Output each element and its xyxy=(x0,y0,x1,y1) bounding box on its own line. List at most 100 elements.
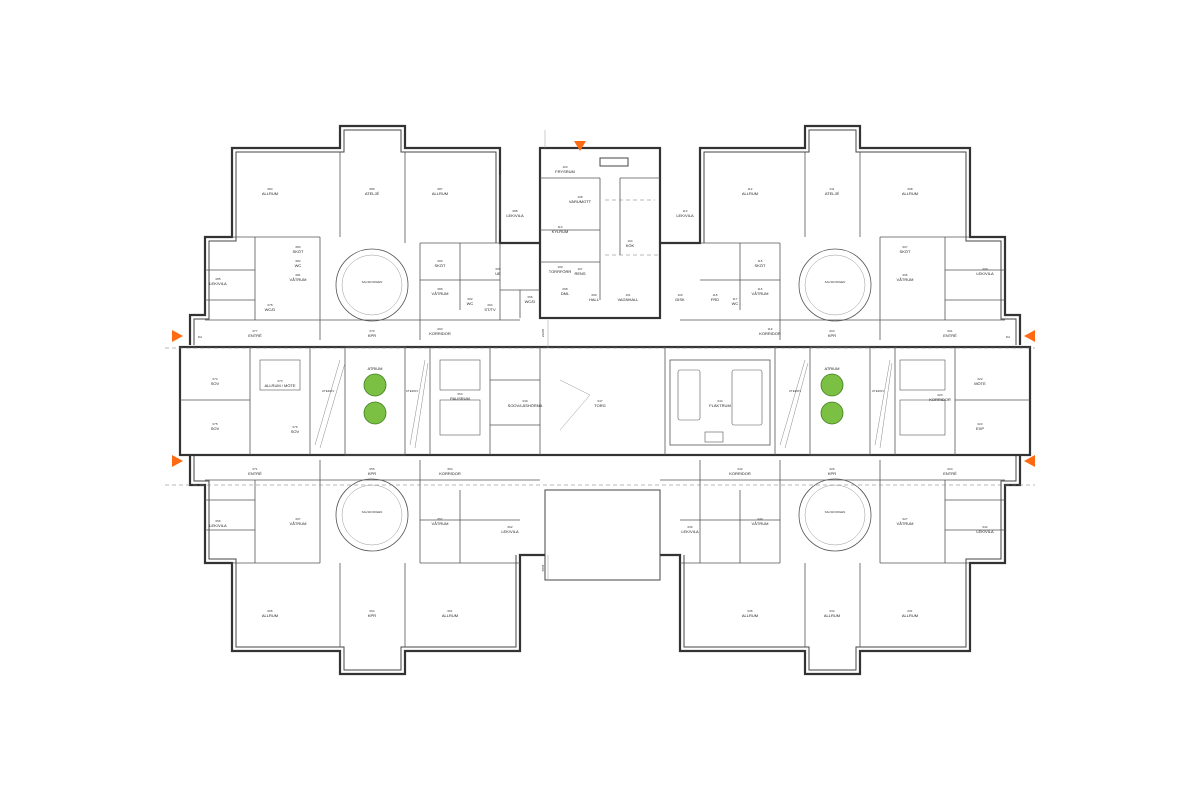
room-number: 024 xyxy=(947,467,952,471)
room-number: 053 xyxy=(457,392,462,396)
room-number: 073 xyxy=(277,379,282,383)
outer-walls xyxy=(178,124,1032,676)
dimension-lines: 22945 5865 xyxy=(165,130,1035,580)
room-name: ALLRUM xyxy=(902,613,918,618)
atrium-label: ATRIUM xyxy=(824,366,839,371)
room-number: 075 xyxy=(212,422,217,426)
utedov-label: UTEDOV xyxy=(406,389,419,393)
room-number: 009 xyxy=(982,267,987,271)
room-number: 084 xyxy=(267,187,272,191)
room-name: FRD xyxy=(711,297,719,302)
room-number: 117 xyxy=(733,297,738,301)
room-name: ALLRUM xyxy=(742,191,758,196)
room-name: SOOV/LÄSHÖRNA xyxy=(508,403,543,408)
room-number: 085 xyxy=(215,277,220,281)
room-number: 113 xyxy=(683,209,688,213)
room-name: WC/D xyxy=(525,299,536,304)
tree-ne-1 xyxy=(820,373,844,397)
room-name: ENTRÉ xyxy=(248,471,262,476)
room-name: LEK/VILA xyxy=(976,271,994,276)
room-name: SKÖT xyxy=(900,249,911,254)
room-name: VÅTRUM xyxy=(897,277,914,282)
room-name: ALLRUM xyxy=(902,191,918,196)
ramps xyxy=(314,359,893,449)
tree-nw-1 xyxy=(363,373,387,397)
section-marker-left-lower xyxy=(172,455,183,467)
room-number: 116 xyxy=(758,287,763,291)
room-number: 057 xyxy=(437,517,442,521)
room-name: KPR xyxy=(368,471,376,476)
room-name: VÅTRUM xyxy=(290,277,307,282)
room-name: LEK/VILA xyxy=(501,529,519,534)
room-name: HALL xyxy=(589,297,600,302)
room-name: SOV xyxy=(211,426,220,431)
annotation-labels: SALSKORGEN SALSKORGEN SALSKORGEN SALSKOR… xyxy=(322,280,885,514)
room-name: ALLRUM xyxy=(442,613,458,618)
room-number: 071 xyxy=(252,467,257,471)
fixtures xyxy=(259,359,946,443)
room-name: VÅTRUM xyxy=(897,521,914,526)
room-name: ATELJÉ xyxy=(825,191,840,196)
room-name: SKÖT xyxy=(755,263,766,268)
room-name: KYLRUM xyxy=(552,229,569,234)
room-number: 079 xyxy=(369,329,374,333)
room-name: SKÖT xyxy=(293,249,304,254)
room-name: KPR xyxy=(828,333,836,338)
room-name: LEK/VILA xyxy=(209,281,227,286)
room-number: 074 xyxy=(212,377,217,381)
room-name: LEK/VILA xyxy=(209,523,227,528)
room-name: FRYSRUM xyxy=(555,169,575,174)
room-number: 066 xyxy=(215,519,220,523)
room-number: 001 xyxy=(947,329,952,333)
room-number: 083 xyxy=(295,245,300,249)
room-name: VÅTRUM xyxy=(752,521,769,526)
dimension-bottom: 5865 xyxy=(541,564,545,571)
room-name: ATELJÉ xyxy=(365,191,380,196)
room-number: 036 xyxy=(687,525,692,529)
section-label-da: DA xyxy=(1006,335,1010,339)
salskorgen-label: SALSKORGEN xyxy=(362,280,383,284)
room-number: 109 xyxy=(557,265,562,269)
room-number: 098 xyxy=(562,287,567,291)
room-name: ST/TV xyxy=(484,307,496,312)
room-number: 077 xyxy=(252,329,257,333)
room-name: SKÖT xyxy=(435,263,446,268)
room-name: RENS xyxy=(574,271,585,276)
room-number: 096 xyxy=(527,295,532,299)
room-name: KORRIDOR xyxy=(929,397,951,402)
room-number: 094 xyxy=(487,303,492,307)
room-number: 088 xyxy=(512,209,517,213)
room-number: 006 xyxy=(902,273,907,277)
room-name: KORRIDOR xyxy=(439,471,461,476)
room-name: MÖTE xyxy=(974,381,986,386)
room-name: VÅTRUM xyxy=(432,521,449,526)
atrium-label: ATRIUM xyxy=(367,366,382,371)
